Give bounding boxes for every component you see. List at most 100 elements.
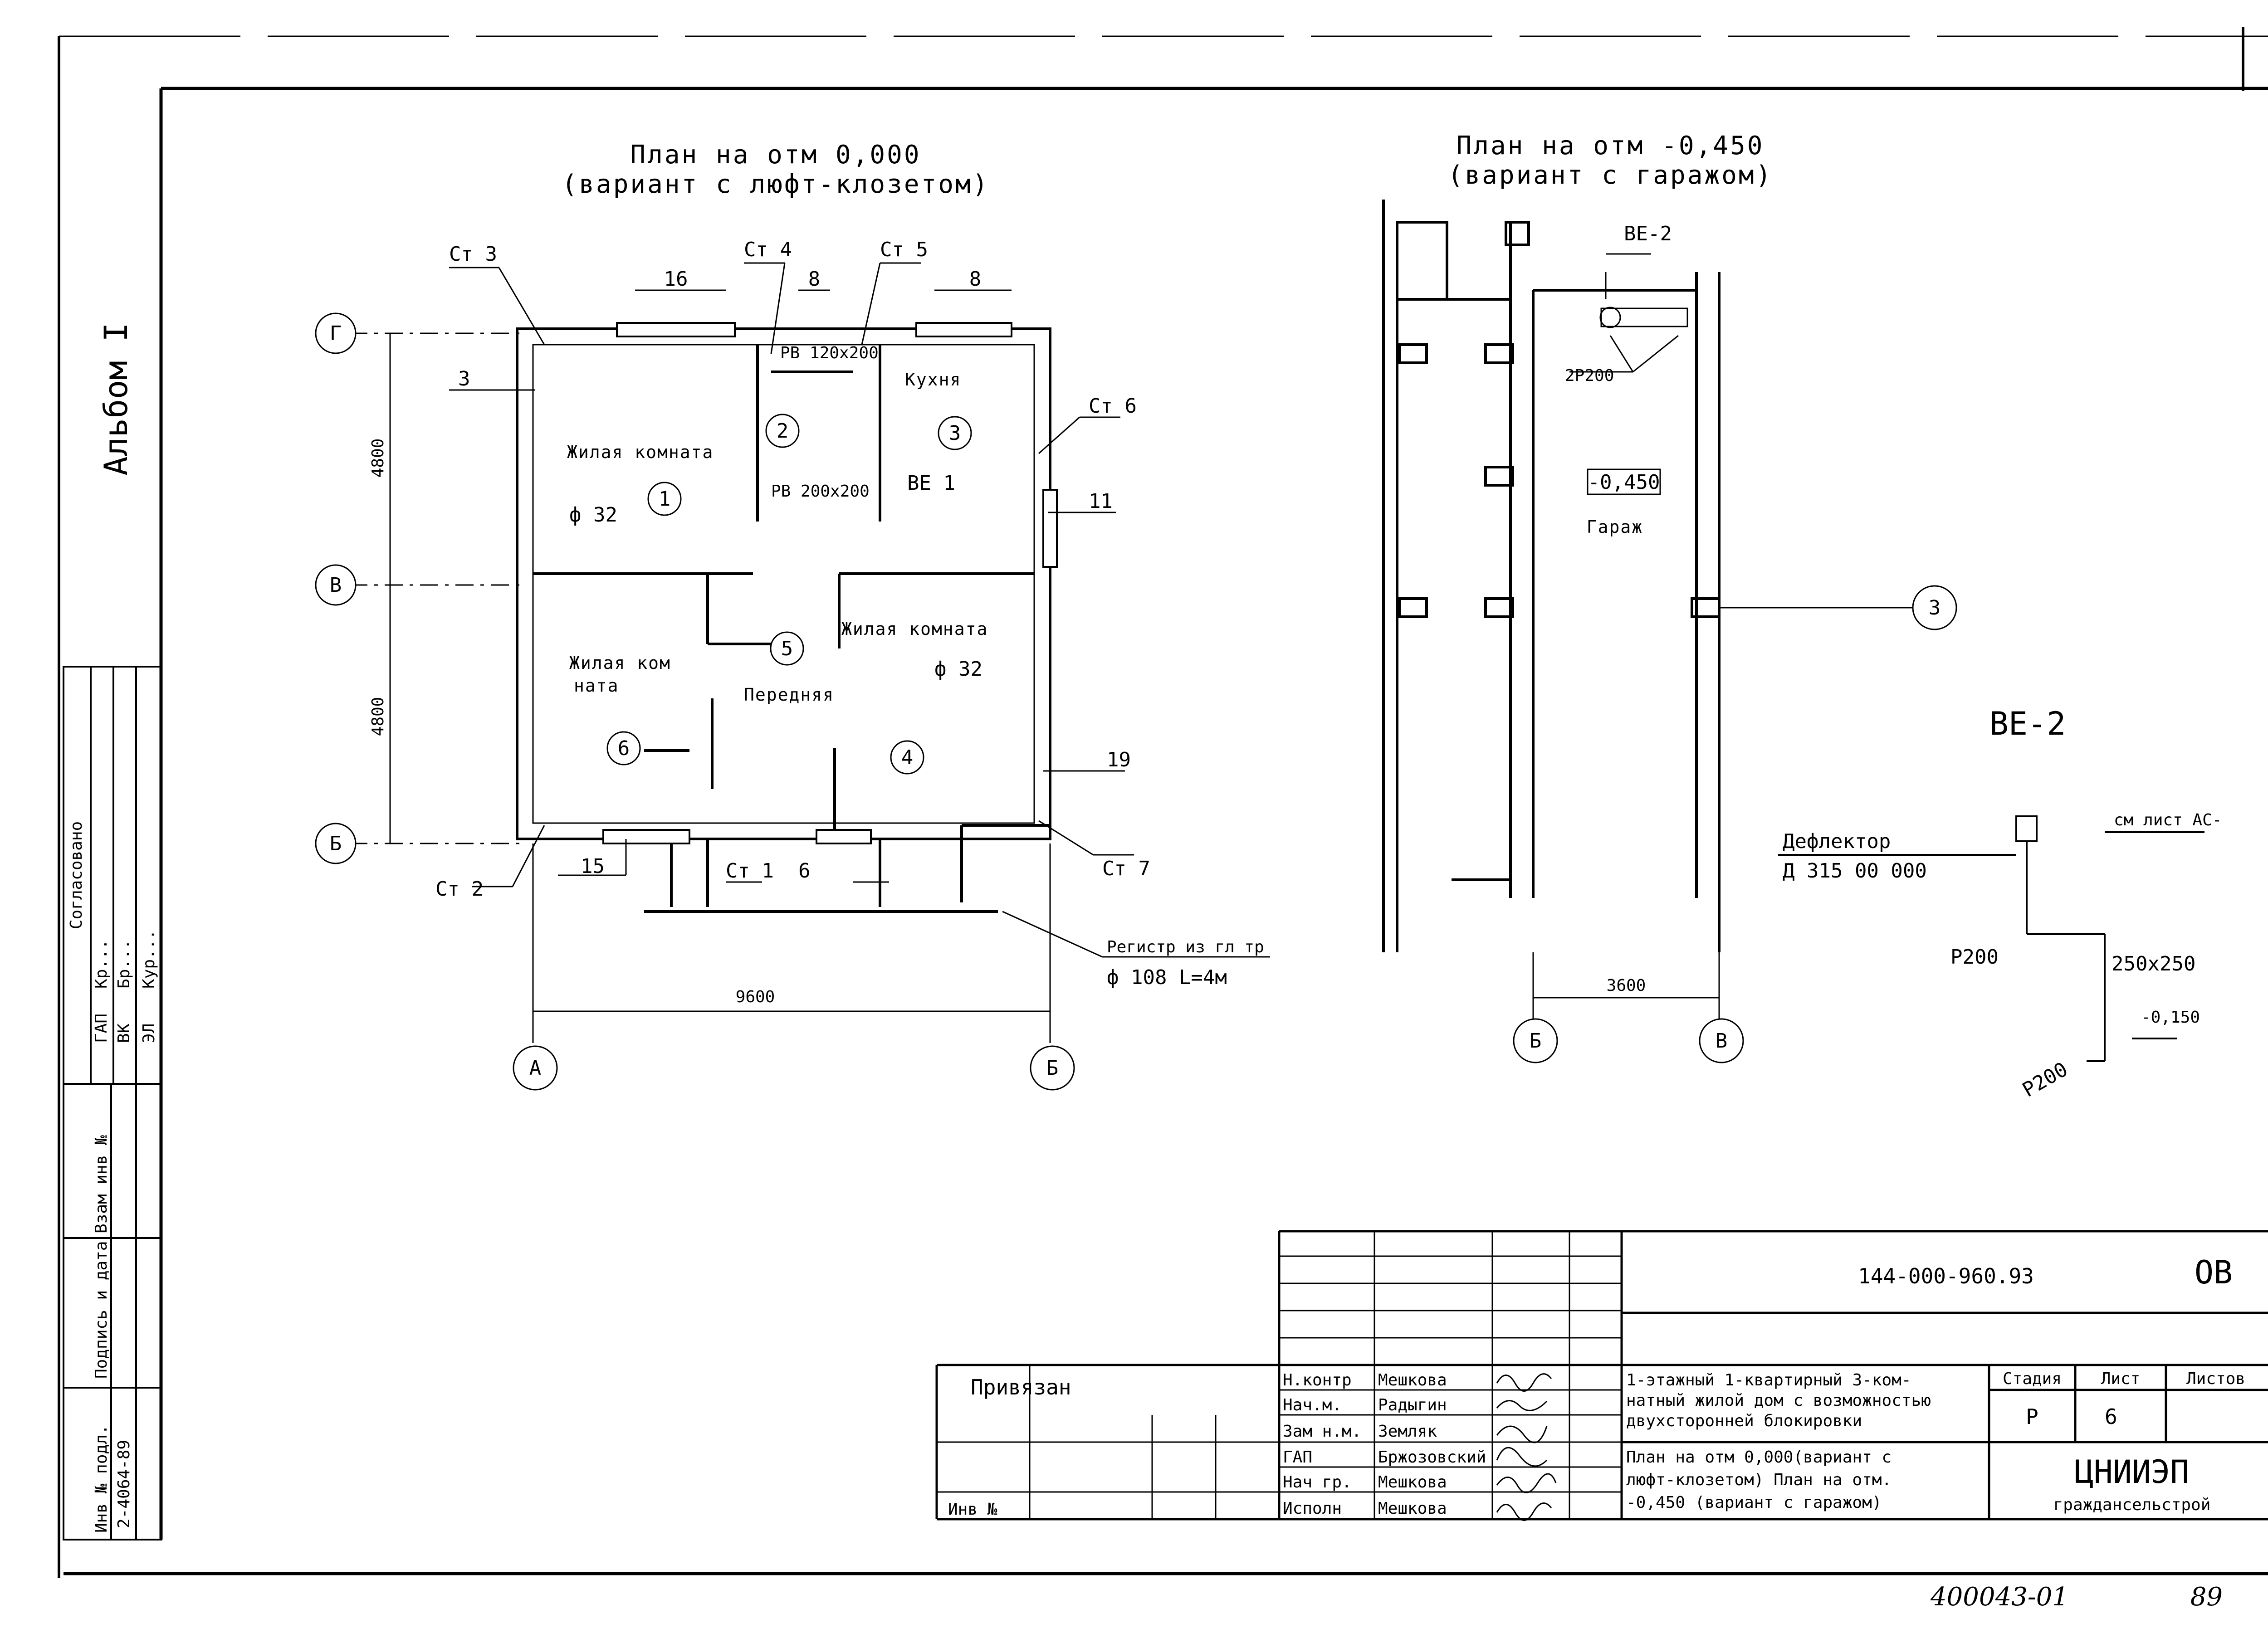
axis-v-label: В [330,574,342,597]
name-5: Мешкова [1378,1473,1447,1492]
axis-b2-label: Б [1046,1057,1059,1080]
marker-5: 5 [781,637,793,660]
num-6: 6 [798,859,811,882]
name-6: Мешкова [1378,1499,1447,1518]
sheets-header: Листов [2186,1370,2245,1388]
num-11: 11 [1089,490,1113,513]
page-number: 89 [2190,1582,2223,1612]
archive-number: 400043-01 [1930,1582,2068,1612]
plan2-axis-b-bubble [1513,1018,1558,1063]
sheet-value: 6 [2105,1404,2117,1429]
dim-width: 9600 [736,988,775,1006]
sheet-header: Лист [2101,1370,2141,1388]
sheet-title-line1: План на отм 0,000(вариант с [1626,1448,1892,1467]
album-label: Альбом I [98,322,135,475]
ve2-level: -0,150 [2141,1008,2200,1027]
room-living-2-line1: Жилая ком [569,653,671,673]
signatures [1496,1373,1557,1521]
room-kitchen: Кухня [905,370,961,390]
plan-1: План на отм 0,000 (вариант с люфт-клозет… [315,140,1270,1091]
plan1-leaders [449,262,1270,958]
role-el: ЭЛ [140,1024,158,1043]
plan2-title-line2: (вариант с гаражом) [1448,161,1773,190]
marker-3: 3 [949,422,961,445]
bound-label: Привязан [971,1375,1071,1399]
inv-number: 2-4064-89 [115,1440,133,1528]
axis-g-label: Г [330,322,342,345]
plan2-axis-b-label: Б [1530,1029,1542,1053]
name-gap: Кр... [92,940,111,989]
plan2-level: -0,450 [1588,471,1660,494]
stage-header: Стадия [2003,1370,2062,1388]
role-1: Н.контр [1283,1371,1352,1389]
role-5: Нач гр. [1283,1473,1352,1492]
org-subname: граждансельстрой [2053,1496,2211,1514]
plan2-axis-v-bubble [1699,1018,1744,1063]
plan2-ve [1569,253,1919,609]
org-name: ЦНИИЭП [2075,1453,2190,1491]
role-2: Нач.м. [1283,1396,1342,1414]
inv-label: Инв № [948,1500,997,1519]
plan2-dim: 3600 [1607,976,1646,995]
plan2-grille: 2Р200 [1565,366,1614,385]
role-4: ГАП [1283,1448,1312,1467]
num-8b: 8 [969,268,982,291]
plan2-walls [1382,200,1721,952]
side-panel: Альбом I Согласовано ГАП ВК ЭЛ Кр... Бр.… [63,322,162,1540]
ve2-ref: см лист АС- [2114,811,2222,829]
name-el: Кур... [140,930,158,989]
inv-col-2: Подпись и дата [92,1241,111,1379]
plan2-room: Гараж [1587,517,1643,537]
plan1-axes [315,312,1075,1091]
ve2-duct: 250х250 [2112,952,2195,975]
room-hall: Передняя [744,685,834,705]
doc-code: 144-000-960.93 [1858,1264,2034,1288]
riser-st4: Ст 4 [744,238,792,261]
grille-top: РВ 120х200 [780,344,879,362]
inv-col-1: Инв № подл. [92,1425,111,1533]
register-line2: ф 108 L=4м [1107,966,1227,989]
name-3: Земляк [1378,1422,1437,1441]
marker-4: 4 [901,746,914,769]
doc-mark: ОВ [2195,1254,2233,1291]
ve2-p200-bottom: Р200 [2019,1058,2072,1102]
agreed-label: Согласовано [67,821,86,929]
role-3: Зам н.м. [1283,1422,1361,1441]
plan2-ve-label: ВЕ-2 [1624,222,1672,245]
stage-value: Р [2026,1404,2038,1429]
sheet-title-line3: -0,450 (вариант с гаражом) [1626,1493,1882,1512]
num-8a: 8 [808,268,821,291]
room-living-2-line2: ната [574,676,619,696]
axis-b-label: Б [330,832,342,855]
riser-st3: Ст 3 [449,243,497,266]
marker-6: 6 [618,737,630,760]
plan1-walls [516,327,1051,913]
desc-line3: двухсторонней блокировки [1626,1412,1862,1430]
marker-1: 1 [659,487,671,511]
ve2-title: ВЕ-2 [1989,705,2066,742]
sheet-title-line2: люфт-клозетом) План на отм. [1626,1471,1892,1489]
riser-st1: Ст 1 [726,859,774,882]
riser-st2: Ст 2 [435,878,484,901]
axis-a-label: А [529,1057,542,1080]
role-gap: ГАП [92,1014,111,1043]
room-living-1: Жилая комната [567,442,714,462]
plan2-title-line1: План на отм -0,450 [1457,131,1765,161]
ve1-label: ВЕ 1 [907,472,955,495]
plan2-axis-v-label: В [1716,1029,1728,1053]
name-vk: Бр... [115,940,133,989]
marker-2: 2 [777,419,789,443]
inv-col-3: Взам инв № [92,1135,111,1233]
room-living-3: Жилая комната [841,619,988,639]
name-4: Бржозовский [1378,1448,1486,1467]
pipe-right: ф 32 [934,658,982,681]
name-1: Мешкова [1378,1371,1447,1389]
num-19: 19 [1107,748,1131,771]
ve2-p200-top: Р200 [1950,946,1999,969]
riser-st7: Ст 7 [1102,857,1150,880]
title-block: 144-000-960.93 ОВ Привязан Инв № Н.контр… [935,1230,2268,1521]
grille-mid: РВ 200х200 [771,482,870,501]
ve2-deflector-line2: Д 315 00 000 [1783,859,1927,882]
ve2-scheme: ВЕ-2 Дефлектор Д 315 00 000 см лист АС- … [1778,705,2222,1102]
